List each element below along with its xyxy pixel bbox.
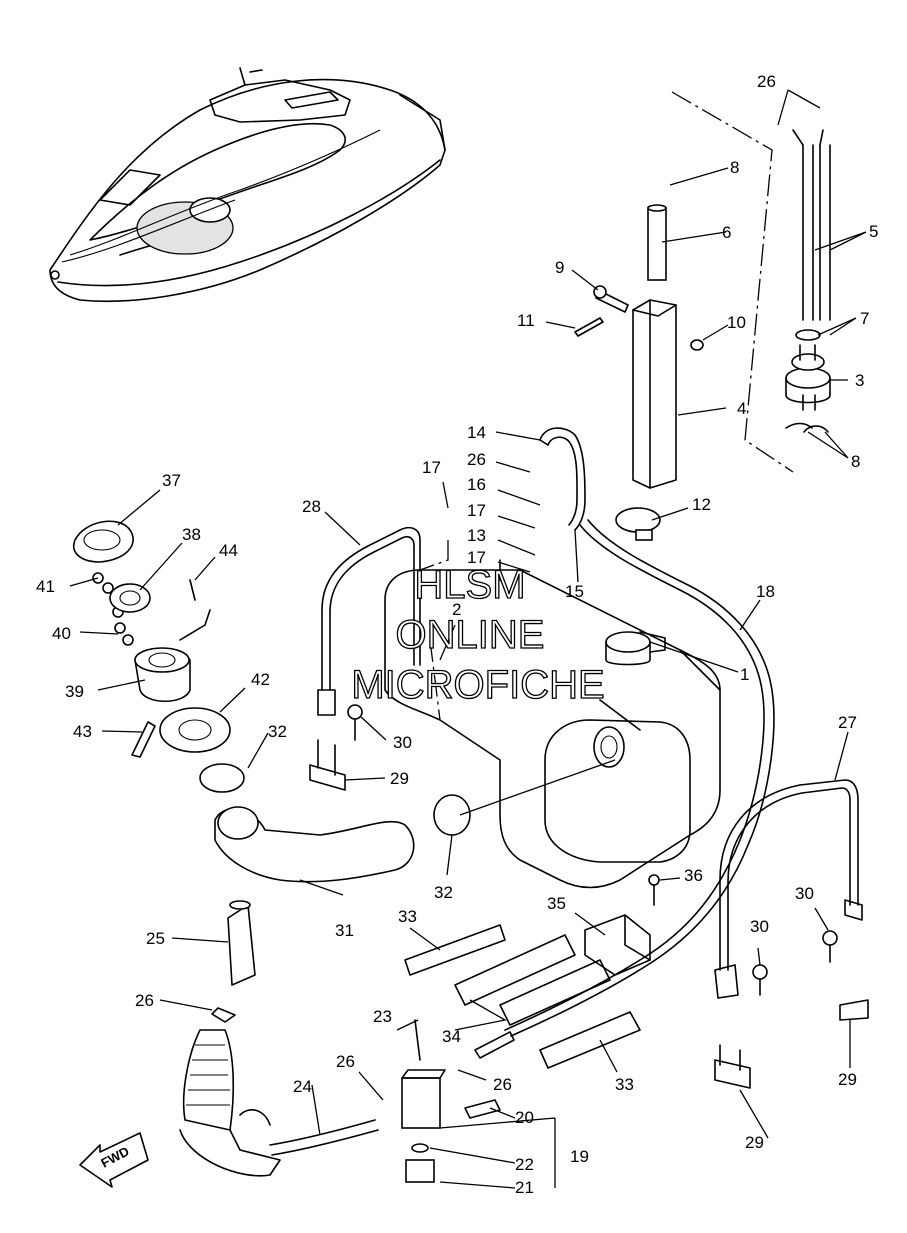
mats-33-34 [404, 924, 641, 1069]
callout-21: 21 [515, 1178, 534, 1197]
callout-25: 25 [146, 929, 165, 948]
pin-parts [574, 285, 704, 351]
callout-17b: 17 [467, 501, 486, 520]
callout-28: 28 [302, 497, 321, 516]
callout-18: 18 [756, 582, 775, 601]
callout-33b: 33 [615, 1075, 634, 1094]
callout-2: 2 [452, 600, 461, 619]
callout-10: 10 [727, 313, 746, 332]
watercraft-overview [49, 67, 446, 303]
watermark-line-3: MICROFICHE [351, 663, 604, 707]
callout-3: 3 [855, 371, 864, 390]
callout-27: 27 [838, 713, 857, 732]
callout-32b: 32 [434, 883, 453, 902]
callout-29c: 29 [838, 1070, 857, 1089]
callout-labels: 1 2 3 4 5 6 7 8 8 9 10 11 12 13 14 15 16… [36, 72, 878, 1197]
filler-cap-assembly [73, 520, 231, 758]
callout-24: 24 [293, 1077, 312, 1096]
callout-26a: 26 [757, 72, 776, 91]
callout-42: 42 [251, 670, 270, 689]
callout-26c: 26 [135, 991, 154, 1010]
callout-1: 1 [740, 665, 749, 684]
callout-41: 41 [36, 577, 55, 596]
callout-43: 43 [73, 722, 92, 741]
clamps-32 [199, 763, 471, 836]
callout-7: 7 [860, 309, 869, 328]
watermark: HLSM ONLINE MICROFICHE [351, 562, 606, 707]
callout-12: 12 [692, 495, 711, 514]
callout-20: 20 [515, 1108, 534, 1127]
callout-13: 13 [467, 526, 486, 545]
callout-37: 37 [162, 471, 181, 490]
callout-32a: 32 [268, 722, 287, 741]
fwd-arrow-icon: FWD [79, 1132, 149, 1188]
callout-30b: 30 [750, 917, 769, 936]
rail-27 [714, 779, 863, 999]
leader-lines [69, 89, 867, 1189]
callout-26e: 26 [493, 1075, 512, 1094]
fuel-filter-3 [785, 129, 831, 433]
callout-5: 5 [869, 222, 878, 241]
bolts-30 [347, 704, 838, 996]
fuel-tank [384, 559, 721, 889]
callout-6: 6 [722, 223, 731, 242]
callout-30a: 30 [393, 733, 412, 752]
callout-39: 39 [65, 682, 84, 701]
filler-hose-14 [539, 427, 586, 531]
callout-35: 35 [547, 894, 566, 913]
callout-14: 14 [467, 423, 486, 442]
callout-29a: 29 [390, 769, 409, 788]
callout-30c: 30 [795, 884, 814, 903]
phantom-lines [419, 91, 794, 721]
callout-29b: 29 [745, 1133, 764, 1152]
callout-31: 31 [335, 921, 354, 940]
hose-31 [214, 806, 415, 883]
callout-38: 38 [182, 525, 201, 544]
callout-17c: 17 [467, 548, 486, 567]
callout-15: 15 [565, 582, 584, 601]
callout-40: 40 [52, 624, 71, 643]
rail-28 [317, 526, 421, 716]
fwd-label: FWD [98, 1144, 131, 1171]
callout-4: 4 [737, 399, 746, 418]
callout-22: 22 [515, 1155, 534, 1174]
callout-26d: 26 [336, 1052, 355, 1071]
pump-25-bellows [179, 900, 281, 1177]
vent-hose-18 [474, 519, 775, 1059]
callout-16: 16 [467, 475, 486, 494]
watermark-line-1: HLSM [414, 563, 525, 607]
callout-33a: 33 [398, 907, 417, 926]
callout-19: 19 [570, 1147, 589, 1166]
callout-23: 23 [373, 1007, 392, 1026]
callout-8b: 8 [851, 452, 860, 471]
hose-24 [269, 1119, 379, 1156]
brackets-29 [309, 739, 869, 1089]
callout-34: 34 [442, 1027, 461, 1046]
clamp-12 [615, 507, 661, 541]
callout-44: 44 [219, 541, 238, 560]
filler-pipe-4 [632, 204, 677, 489]
bracket-35 [584, 874, 660, 976]
watermark-line-2: ONLINE [396, 613, 545, 657]
callout-11: 11 [517, 311, 535, 330]
callout-26b: 26 [467, 450, 486, 469]
callout-17a: 17 [422, 458, 441, 477]
strainer-19 [401, 1019, 501, 1183]
callout-36: 36 [684, 866, 703, 885]
callout-9: 9 [555, 258, 564, 277]
callout-8a: 8 [730, 158, 739, 177]
